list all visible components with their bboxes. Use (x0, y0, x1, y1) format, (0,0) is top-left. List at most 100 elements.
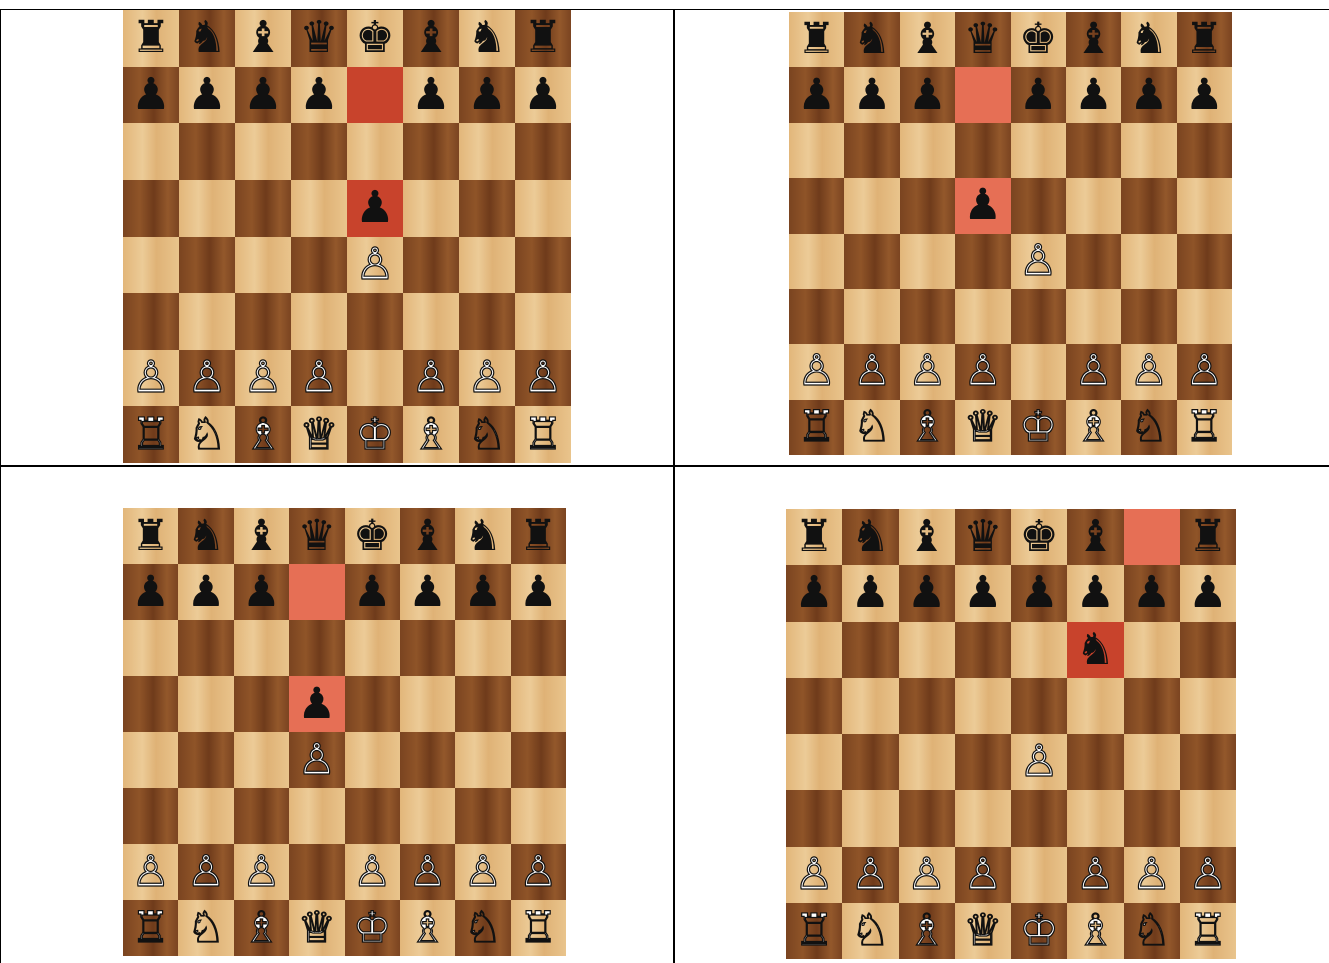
white-pawn-icon[interactable]: ♙ (408, 851, 447, 894)
square-d3[interactable] (289, 788, 344, 844)
black-pawn-icon[interactable]: ♟ (908, 74, 947, 117)
square-f8[interactable]: ♝ (403, 10, 459, 67)
square-c1[interactable]: ♗ (900, 400, 955, 455)
black-bishop-icon[interactable]: ♝ (408, 515, 447, 558)
black-pawn-icon[interactable]: ♟ (1076, 571, 1115, 615)
white-pawn-icon[interactable]: ♙ (131, 356, 170, 400)
square-g5[interactable] (1124, 678, 1180, 734)
black-bishop-icon[interactable]: ♝ (1074, 18, 1113, 61)
square-c1[interactable]: ♗ (899, 903, 955, 959)
square-g1[interactable]: ♘ (1121, 400, 1176, 455)
black-pawn-icon[interactable]: ♟ (464, 571, 503, 614)
square-a7[interactable]: ♟ (123, 67, 179, 124)
square-c7[interactable]: ♟ (234, 564, 289, 620)
square-g3[interactable] (1124, 790, 1180, 846)
white-pawn-icon[interactable]: ♙ (299, 356, 338, 400)
square-b6[interactable] (844, 123, 899, 178)
black-pawn-icon[interactable]: ♟ (131, 571, 170, 614)
black-pawn-icon[interactable]: ♟ (355, 186, 394, 230)
square-c6[interactable] (899, 622, 955, 678)
white-pawn-icon[interactable]: ♙ (131, 851, 170, 894)
white-knight-icon[interactable]: ♘ (853, 406, 892, 449)
square-b7[interactable]: ♟ (179, 67, 235, 124)
black-bishop-icon[interactable]: ♝ (1076, 515, 1115, 559)
square-g8[interactable]: ♞ (1121, 12, 1176, 67)
white-pawn-icon[interactable]: ♙ (187, 851, 226, 894)
square-e7[interactable]: ♟ (1011, 565, 1067, 621)
black-bishop-icon[interactable]: ♝ (907, 515, 946, 559)
white-king-icon[interactable]: ♔ (1019, 406, 1058, 449)
square-g5[interactable] (455, 676, 510, 732)
square-a6[interactable] (123, 123, 179, 180)
white-king-icon[interactable]: ♔ (353, 907, 392, 950)
square-c7[interactable]: ♟ (900, 67, 955, 122)
square-e5[interactable] (1011, 678, 1067, 734)
square-g7[interactable]: ♟ (1121, 67, 1176, 122)
square-c2[interactable]: ♙ (900, 344, 955, 399)
square-e2[interactable] (1011, 847, 1067, 903)
black-pawn-icon[interactable]: ♟ (1130, 74, 1169, 117)
square-h6[interactable] (515, 123, 571, 180)
square-g4[interactable] (1124, 734, 1180, 790)
square-a1[interactable]: ♖ (789, 400, 844, 455)
square-c3[interactable] (235, 293, 291, 350)
square-d2[interactable]: ♙ (955, 847, 1011, 903)
square-h8[interactable]: ♜ (1177, 12, 1232, 67)
square-e7[interactable]: ♟ (1011, 67, 1066, 122)
square-e8[interactable]: ♚ (347, 10, 403, 67)
square-d6[interactable] (291, 123, 347, 180)
square-c7[interactable]: ♟ (235, 67, 291, 124)
square-a8[interactable]: ♜ (789, 12, 844, 67)
square-g4[interactable] (1121, 234, 1176, 289)
square-b8[interactable]: ♞ (178, 508, 233, 564)
square-h5[interactable] (511, 676, 566, 732)
square-a4[interactable] (789, 234, 844, 289)
square-f1[interactable]: ♗ (403, 406, 459, 463)
square-c6[interactable] (900, 123, 955, 178)
square-g1[interactable]: ♘ (1124, 903, 1180, 959)
square-d3[interactable] (955, 790, 1011, 846)
white-pawn-icon[interactable]: ♙ (851, 853, 890, 897)
square-e1[interactable]: ♔ (1011, 903, 1067, 959)
white-knight-icon[interactable]: ♘ (467, 413, 506, 457)
black-bishop-icon[interactable]: ♝ (411, 16, 450, 60)
square-h7[interactable]: ♟ (511, 564, 566, 620)
square-d1[interactable]: ♕ (289, 900, 344, 956)
square-f6[interactable]: ♞ (1067, 622, 1123, 678)
square-d3[interactable] (955, 289, 1010, 344)
square-b7[interactable]: ♟ (178, 564, 233, 620)
square-d7[interactable] (289, 564, 344, 620)
square-f6[interactable] (403, 123, 459, 180)
square-a5[interactable] (789, 178, 844, 233)
square-b7[interactable]: ♟ (842, 565, 898, 621)
square-c2[interactable]: ♙ (234, 844, 289, 900)
square-d2[interactable]: ♙ (955, 344, 1010, 399)
square-a3[interactable] (123, 293, 179, 350)
square-f5[interactable] (400, 676, 455, 732)
square-c8[interactable]: ♝ (900, 12, 955, 67)
square-d7[interactable] (955, 67, 1010, 122)
black-pawn-icon[interactable]: ♟ (907, 571, 946, 615)
white-rook-icon[interactable]: ♖ (1185, 406, 1224, 449)
square-b2[interactable]: ♙ (842, 847, 898, 903)
white-rook-icon[interactable]: ♖ (131, 907, 170, 950)
square-d5[interactable]: ♟ (289, 676, 344, 732)
square-g7[interactable]: ♟ (1124, 565, 1180, 621)
black-knight-icon[interactable]: ♞ (853, 18, 892, 61)
square-e3[interactable] (347, 293, 403, 350)
square-d4[interactable] (955, 234, 1010, 289)
black-king-icon[interactable]: ♚ (353, 515, 392, 558)
square-c6[interactable] (235, 123, 291, 180)
square-b8[interactable]: ♞ (179, 10, 235, 67)
square-h5[interactable] (1177, 178, 1232, 233)
square-f3[interactable] (403, 293, 459, 350)
square-a2[interactable]: ♙ (123, 350, 179, 407)
white-knight-icon[interactable]: ♘ (1130, 406, 1169, 449)
square-g3[interactable] (459, 293, 515, 350)
black-king-icon[interactable]: ♚ (355, 16, 394, 60)
black-bishop-icon[interactable]: ♝ (243, 16, 282, 60)
square-h8[interactable]: ♜ (515, 10, 571, 67)
square-b5[interactable] (178, 676, 233, 732)
square-h3[interactable] (515, 293, 571, 350)
white-bishop-icon[interactable]: ♗ (242, 907, 281, 950)
